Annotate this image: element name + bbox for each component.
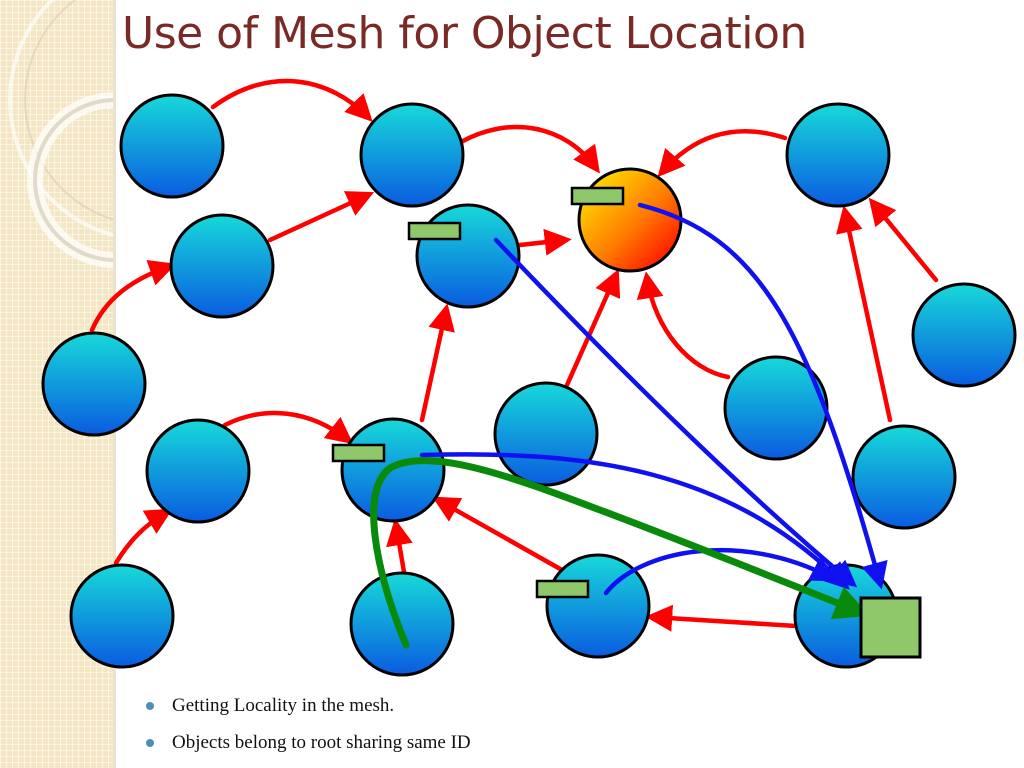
root-node-circle-icon — [577, 167, 683, 273]
red-edge — [419, 303, 455, 423]
red-edge — [657, 129, 788, 178]
mesh-node — [41, 331, 147, 437]
mesh-node — [145, 418, 251, 524]
mesh-node — [349, 571, 455, 677]
blue-pointer-path — [637, 202, 888, 590]
location-pointer-rectangle-icon — [570, 186, 625, 206]
mesh-diagram — [41, 78, 1017, 677]
red-edge — [868, 197, 939, 283]
red-edge — [645, 604, 799, 632]
bullet-text: Objects belong to root sharing same ID — [172, 732, 471, 753]
green-query-path — [370, 457, 870, 649]
location-pointer-rectangle-icon — [535, 579, 590, 599]
mesh-node — [359, 102, 465, 208]
red-edge — [564, 268, 621, 388]
bullet-dot-icon — [146, 702, 154, 710]
red-edge — [89, 259, 177, 333]
bullet-text: Getting Locality in the mesh. — [172, 695, 395, 716]
red-edge — [386, 518, 413, 575]
blue-pointer-paths — [419, 202, 888, 596]
location-pointer-rectangle-icon — [331, 443, 386, 463]
red-edge — [458, 124, 600, 174]
red-edge — [113, 508, 173, 566]
mesh-node — [785, 102, 891, 208]
mesh-nodes — [41, 93, 1017, 677]
blue-pointer-path — [493, 237, 858, 588]
mesh-node — [69, 563, 175, 669]
location-pointer-rectangle-icon — [407, 221, 462, 241]
bullet-item: Getting Locality in the mesh. — [146, 693, 471, 723]
mesh-node — [851, 424, 957, 530]
slide-title: Use of Mesh for Object Location — [122, 8, 807, 59]
bullet-dot-icon — [146, 739, 154, 747]
red-edge — [432, 496, 565, 573]
red-edge — [836, 205, 893, 423]
red-edge — [222, 410, 354, 445]
red-edge — [636, 271, 731, 380]
location-pointers — [331, 186, 625, 599]
red-routing-edges — [89, 78, 939, 632]
bullet-list: Getting Locality in the mesh. Objects be… — [146, 693, 471, 767]
red-edge — [267, 191, 375, 243]
mesh-node — [119, 93, 225, 199]
mesh-node — [493, 381, 599, 487]
mesh-node — [169, 213, 275, 319]
bullet-item: Objects belong to root sharing same ID — [146, 730, 471, 760]
red-edge — [517, 228, 572, 256]
object-square-icon — [859, 596, 922, 659]
blue-pointer-path — [603, 547, 838, 596]
mesh-node — [415, 203, 521, 309]
blue-pointer-path — [419, 452, 850, 590]
mesh-node — [911, 282, 1017, 388]
red-edge — [210, 78, 373, 122]
